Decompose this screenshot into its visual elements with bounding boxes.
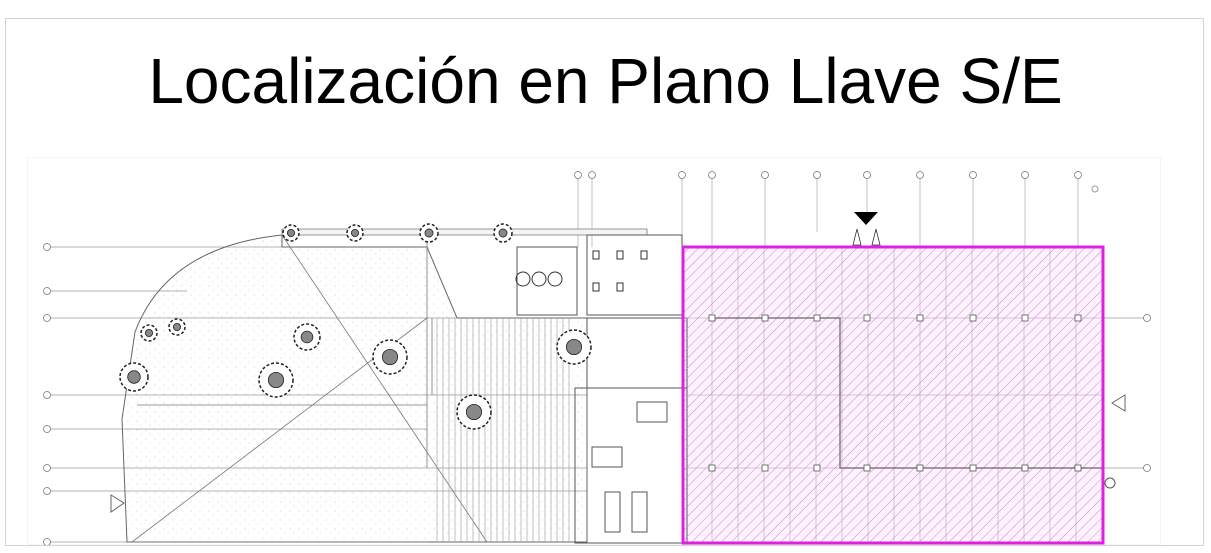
entry-bollards <box>852 228 881 246</box>
tree-icon <box>293 323 321 351</box>
highlight-outline <box>681 245 1105 545</box>
stair-hatch <box>436 318 570 542</box>
tree-icon <box>372 339 408 375</box>
top-wall <box>281 228 648 236</box>
tree-icon <box>456 394 492 430</box>
tree-icon <box>282 224 300 242</box>
entry-arrow-icon <box>854 212 878 225</box>
axis-markers-top <box>574 171 1082 179</box>
trees <box>119 223 592 430</box>
page-title: Localización en Plano Llave S/E <box>148 45 1063 117</box>
tree-icon <box>258 362 294 398</box>
tree-icon <box>346 224 364 242</box>
grid-lines-vertical <box>577 179 1079 247</box>
direction-arrow-west-icon <box>110 494 125 513</box>
tree-icon <box>140 324 158 342</box>
axis-markers-left <box>43 243 1151 545</box>
floor-plan <box>27 157 1161 545</box>
slide: Localización en Plano Llave S/E <box>5 18 1204 546</box>
utility-symbol-icon <box>1104 477 1116 489</box>
tree-icon <box>419 223 439 243</box>
tree-icon <box>556 329 592 365</box>
tree-icon <box>119 362 149 392</box>
hall-grid <box>683 247 1103 543</box>
toilets <box>515 250 648 292</box>
floor-plan-drawing <box>27 157 1161 545</box>
columns <box>708 314 1082 472</box>
direction-arrow-east-icon <box>1111 394 1126 412</box>
tree-icon <box>168 318 186 336</box>
tree-icon <box>493 223 513 243</box>
